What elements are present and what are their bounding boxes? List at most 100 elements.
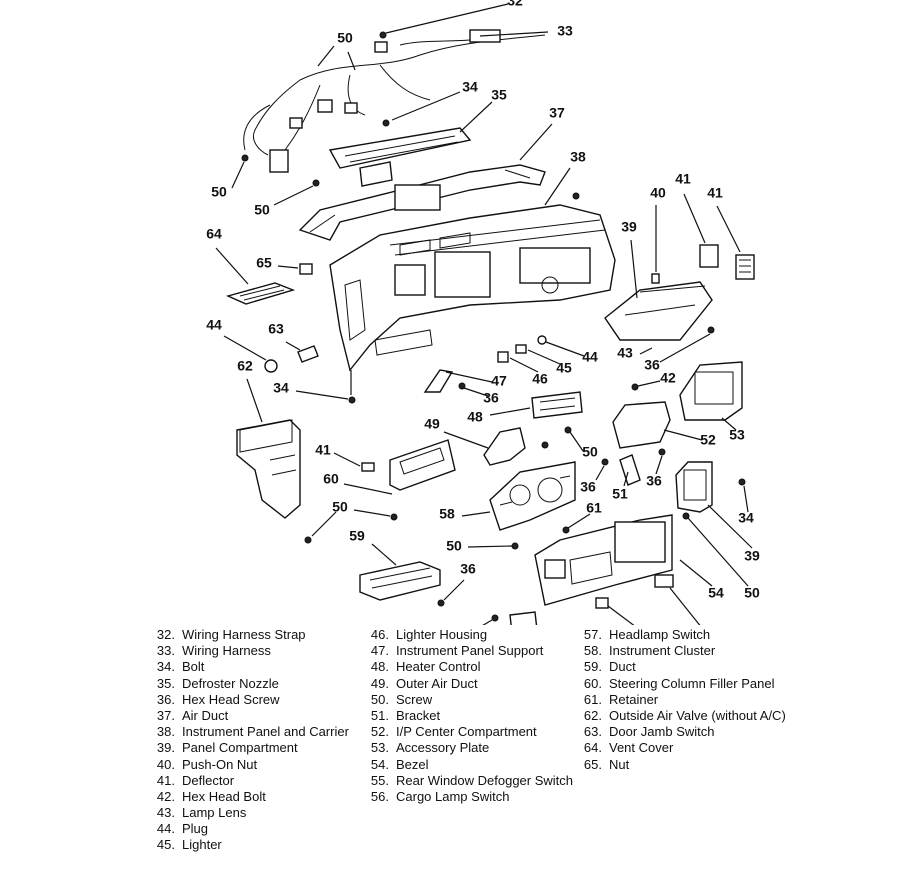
instrument-cluster-drawing bbox=[489, 461, 576, 531]
legend-item-number: 60. bbox=[583, 675, 602, 691]
callout-53: 53 bbox=[729, 427, 745, 443]
legend-item-name: Push-On Nut bbox=[182, 756, 258, 772]
legend-item-number: 61. bbox=[583, 691, 602, 707]
legend-item-name: Duct bbox=[609, 659, 636, 675]
legend-item-number: 33. bbox=[156, 643, 175, 659]
legend-item: 40. Push-On Nut bbox=[148, 757, 349, 773]
legend-item-name: Deflector bbox=[182, 772, 235, 788]
lighter-assembly-drawing bbox=[423, 335, 547, 393]
legend-item-number: 49. bbox=[370, 675, 389, 691]
callout-41: 41 bbox=[707, 185, 723, 201]
legend-item-name: Bracket bbox=[396, 707, 441, 723]
legend-item-name: Rear Window Defogger Switch bbox=[396, 772, 574, 788]
legend-item-name: Hex Head Bolt bbox=[182, 788, 266, 804]
callout-43: 43 bbox=[617, 345, 633, 361]
legend-item-number: 39. bbox=[156, 740, 175, 756]
legend-item-name: Wiring Harness bbox=[182, 643, 271, 659]
outer-air-duct-drawing bbox=[483, 427, 526, 466]
legend-item-number: 55. bbox=[370, 772, 389, 788]
legend-item: 65.Nut bbox=[575, 757, 786, 773]
legend-item: 61.Retainer bbox=[575, 692, 786, 708]
legend-item-name: Outside Air Valve (without A/C) bbox=[609, 707, 786, 723]
callout-42: 42 bbox=[660, 370, 676, 386]
legend-item-number: 65. bbox=[583, 756, 602, 772]
callout-36: 36 bbox=[460, 561, 476, 577]
callout-40: 40 bbox=[650, 185, 666, 201]
callout-36: 36 bbox=[644, 357, 660, 373]
callout-54: 54 bbox=[708, 585, 724, 601]
callout-52: 52 bbox=[700, 432, 716, 448]
bezel-drawing bbox=[534, 514, 673, 606]
callout-59: 59 bbox=[349, 528, 365, 544]
legend-item-number: 59. bbox=[583, 659, 602, 675]
callout-39: 39 bbox=[621, 219, 637, 235]
callout-50: 50 bbox=[446, 538, 462, 554]
legend-item-name: Vent Cover bbox=[609, 740, 674, 756]
legend-item-number: 63. bbox=[583, 724, 602, 740]
legend-item-number: 48. bbox=[370, 659, 389, 675]
legend-item-name: Door Jamb Switch bbox=[609, 724, 715, 740]
legend-item-number: 41. bbox=[156, 772, 175, 788]
legend-item: 34. Bolt bbox=[148, 659, 349, 675]
outside-air-valve-drawing bbox=[236, 419, 301, 519]
callout-34: 34 bbox=[738, 510, 754, 526]
legend-item-name: Lamp Lens bbox=[182, 805, 247, 821]
callout-62: 62 bbox=[237, 358, 253, 374]
legend-item-name: Plug bbox=[182, 821, 209, 837]
panel-compartment-upper-drawing bbox=[604, 281, 713, 341]
callout-50: 50 bbox=[332, 499, 348, 515]
legend-item-number: 34. bbox=[156, 659, 175, 675]
callout-63: 63 bbox=[268, 321, 284, 337]
legend-item: 44.Plug bbox=[148, 821, 349, 837]
callout-38: 38 bbox=[570, 149, 586, 165]
legend-item: 63. Door Jamb Switch bbox=[575, 724, 786, 740]
legend-item: 64.Vent Cover bbox=[575, 740, 786, 756]
callout-47: 47 bbox=[491, 373, 507, 389]
legend-item: 53.Accessory Plate bbox=[362, 740, 573, 756]
leader-lines bbox=[215, 3, 753, 625]
exploded-parts-diagram: 3233503435373850504140413964654463433644… bbox=[206, 0, 760, 625]
legend-item-number: 38. bbox=[156, 724, 175, 740]
legend-item-name: Steering Column Filler Panel bbox=[609, 675, 775, 691]
callout-34: 34 bbox=[273, 380, 289, 396]
legend-item: 42. Hex Head Bolt bbox=[148, 789, 349, 805]
legend-item: 37.Air Duct bbox=[148, 708, 349, 724]
callout-39: 39 bbox=[744, 548, 760, 564]
left-small-parts-drawing bbox=[225, 263, 319, 373]
callout-44: 44 bbox=[206, 317, 222, 333]
legend-item-number: 62. bbox=[583, 707, 602, 723]
air-duct-drawing bbox=[298, 164, 546, 241]
legend-item-number: 54. bbox=[370, 756, 389, 772]
legend-item-number: 53. bbox=[370, 740, 389, 756]
legend-item-name: Outer Air Duct bbox=[396, 675, 478, 691]
legend-item-name: Panel Compartment bbox=[182, 740, 298, 756]
legend-item-name: Lighter bbox=[182, 837, 222, 853]
legend-item-number: 51. bbox=[370, 707, 389, 723]
legend-item: 33. Wiring Harness bbox=[148, 643, 349, 659]
legend-item-number: 47. bbox=[370, 643, 389, 659]
legend-item-number: 42. bbox=[156, 788, 175, 804]
legend-item-name: Headlamp Switch bbox=[609, 627, 711, 642]
legend-item-name: Hex Head Screw bbox=[182, 691, 280, 707]
legend-item-name: Bolt bbox=[182, 659, 205, 675]
callout-35: 35 bbox=[491, 87, 507, 103]
callout-56: 56 bbox=[640, 622, 656, 625]
callout-36: 36 bbox=[483, 390, 499, 406]
legend-item-name: Instrument Cluster bbox=[609, 643, 716, 659]
callout-50: 50 bbox=[337, 30, 353, 46]
bracket-drawing bbox=[619, 454, 641, 486]
panel-compartment-lower-drawing bbox=[675, 461, 713, 513]
legend-item-number: 40. bbox=[156, 756, 175, 772]
legend-item: 55. Rear Window Defogger Switch bbox=[362, 773, 573, 789]
legend-item: 38.Instrument Panel and Carrier bbox=[148, 724, 349, 740]
switches-drawing bbox=[509, 574, 674, 625]
legend-item: 50.Screw bbox=[362, 692, 573, 708]
legend-item-number: 36. bbox=[156, 691, 175, 707]
legend-item: 48.Heater Control bbox=[362, 659, 573, 675]
legend-item: 36. Hex Head Screw bbox=[148, 692, 349, 708]
legend-item: 51. Bracket bbox=[362, 708, 573, 724]
legend-item: 54.Bezel bbox=[362, 757, 573, 773]
